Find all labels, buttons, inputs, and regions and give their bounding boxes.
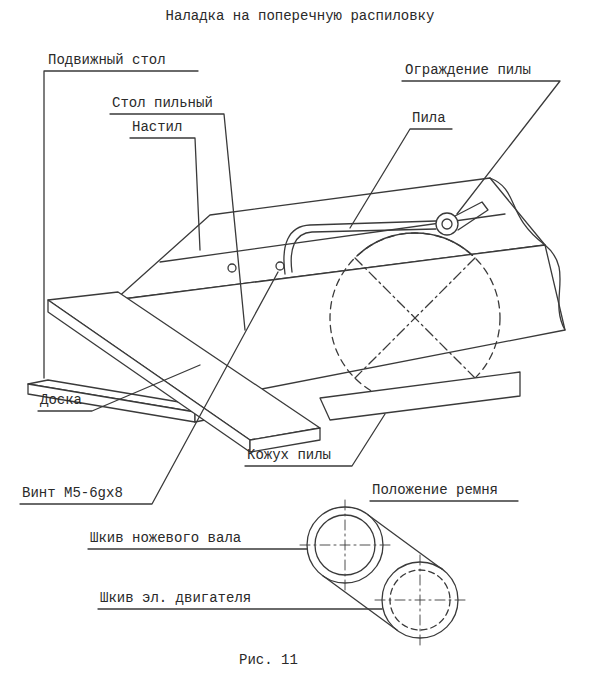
pulley-axis <box>420 555 421 645</box>
part-label: Ограждение пилы <box>405 62 531 78</box>
figure-title: Наладка на поперечную распиловку <box>0 8 600 24</box>
saw-housing <box>320 372 520 420</box>
saw-axis <box>355 258 475 378</box>
board <box>48 292 320 440</box>
board <box>48 300 250 452</box>
guard-lever <box>455 202 488 230</box>
saw-blade <box>358 233 472 255</box>
screw <box>276 262 284 270</box>
leader-line <box>98 608 382 609</box>
leader-line <box>130 138 200 250</box>
part-label: Винт М5-6gх8 <box>22 485 123 501</box>
leader-line <box>350 129 452 228</box>
leader-line <box>110 114 245 330</box>
saw-axis <box>355 258 475 378</box>
saw-guard <box>284 221 436 274</box>
figure-caption: Рис. 11 <box>239 652 298 668</box>
part-label: Настил <box>132 119 182 135</box>
guard-pivot <box>442 219 452 229</box>
leader-line <box>20 272 278 504</box>
break-line <box>490 178 565 330</box>
part-label: Стол пильный <box>112 95 213 111</box>
part-label: Подвижный стол <box>48 52 166 68</box>
leader-line <box>245 414 385 466</box>
belt <box>368 514 443 569</box>
leader-line <box>402 81 560 214</box>
part-label: Доска <box>40 392 82 408</box>
screw <box>228 264 236 272</box>
leader-line <box>370 500 518 501</box>
part-label: Шкив ножевого вала <box>90 530 241 546</box>
leader-line <box>88 548 307 549</box>
saw-guard <box>291 229 436 272</box>
pulley-axis <box>345 500 346 590</box>
leader-line <box>44 71 198 378</box>
part-label: Шкив эл. двигателя <box>100 590 251 606</box>
belt <box>323 576 398 631</box>
part-label: Кожух пилы <box>247 447 331 463</box>
part-label: Положение ремня <box>372 482 498 498</box>
part-label: Пила <box>412 110 446 126</box>
leader-line <box>38 365 200 411</box>
slot-line <box>160 214 505 262</box>
